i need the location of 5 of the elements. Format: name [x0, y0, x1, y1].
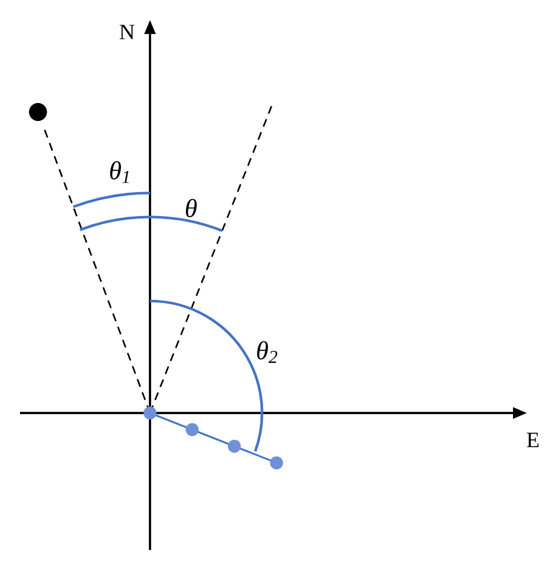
axis-label: E: [526, 432, 539, 448]
angle-label: θ$_{1}$: [110, 161, 129, 183]
angle-label: θ: [186, 198, 197, 218]
axis-label: N: [120, 24, 134, 40]
angle-label: θ$_{2}$: [257, 341, 278, 363]
